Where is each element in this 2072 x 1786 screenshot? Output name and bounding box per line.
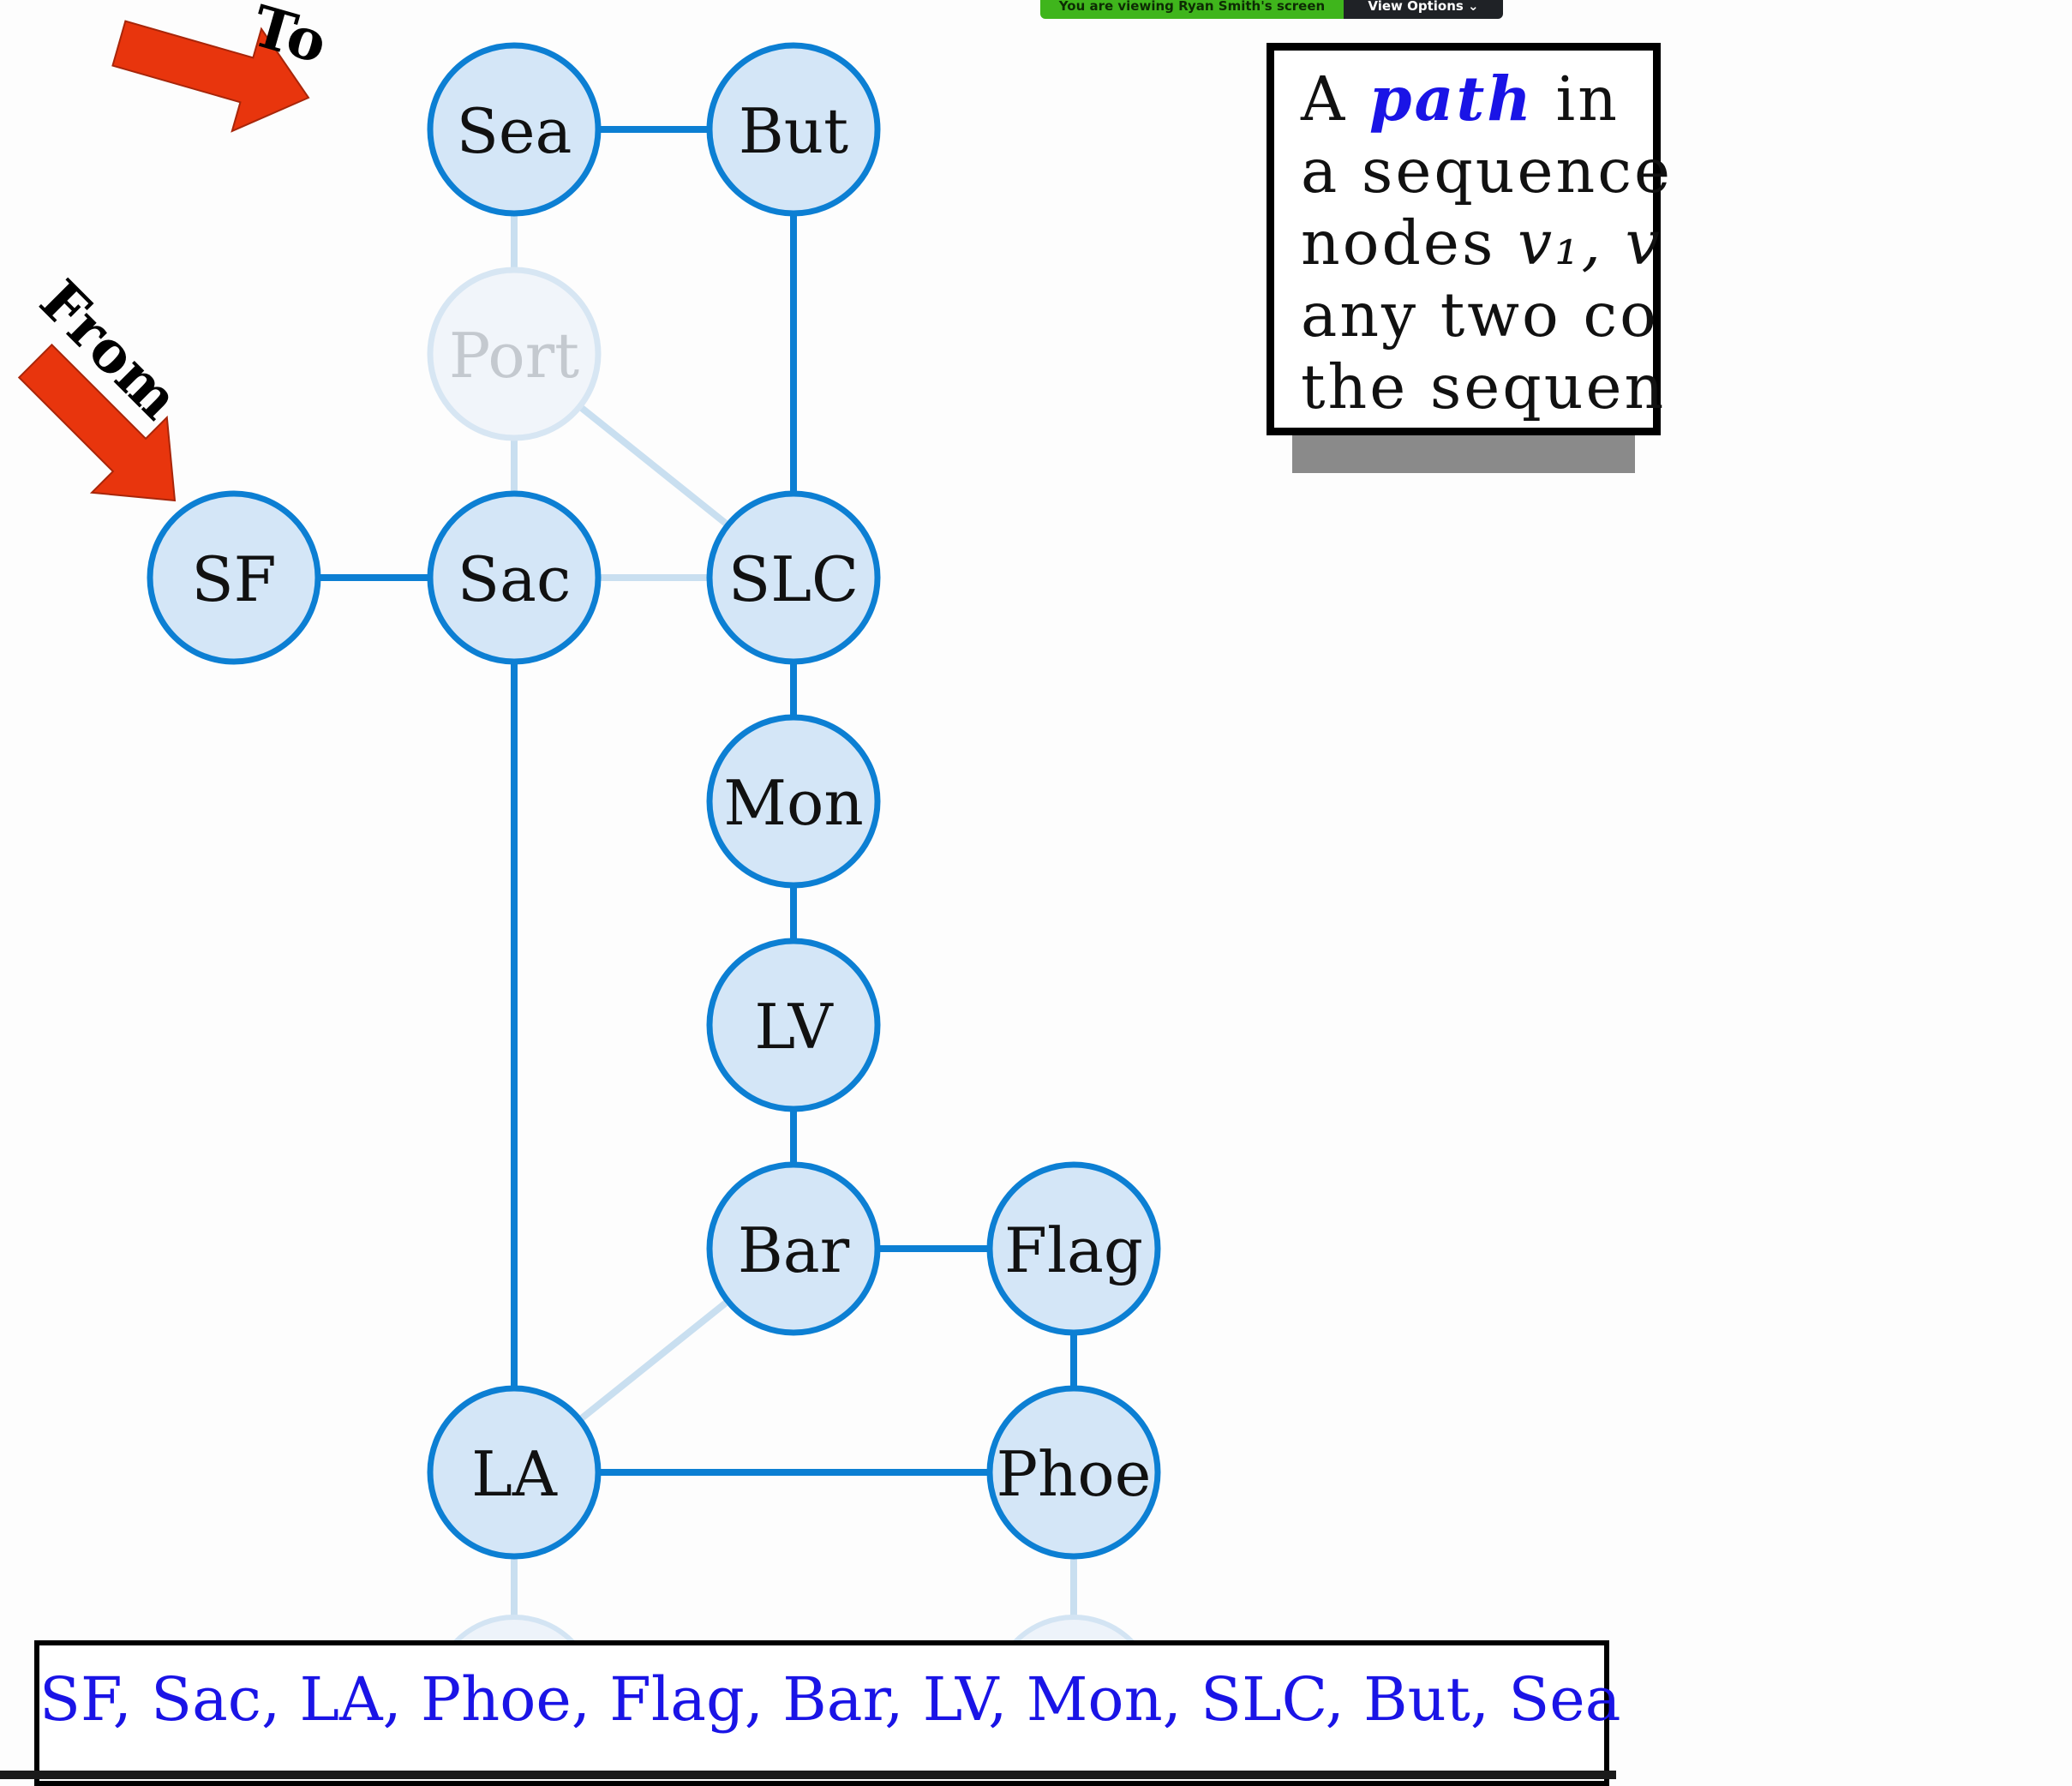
node-port-circle [427, 267, 602, 441]
view-options-label: View Options [1368, 0, 1464, 14]
node-lv-circle [706, 938, 881, 1112]
node-sea-label: Sea [457, 95, 572, 167]
node-port: Port [427, 267, 602, 441]
node-but-circle [706, 42, 881, 217]
node-sea-circle [427, 42, 602, 217]
node-bar-label: Bar [738, 1214, 850, 1286]
definition-line-4: any two co [1301, 279, 1659, 351]
node-flag-circle [986, 1161, 1161, 1336]
node-flag-label: Flag [1004, 1214, 1143, 1286]
node-sac-circle [427, 490, 602, 665]
node-slc-label: SLC [728, 543, 859, 615]
definition-box: A path in a sequence nodes v₁, v any two… [1267, 43, 1670, 435]
node-phoe: Phoe [986, 1385, 1161, 1560]
bottom-edge-bar [0, 1771, 1616, 1779]
definition-variable: v₁, v [1517, 207, 1662, 279]
definition-line-3: nodes v₁, v [1301, 207, 1662, 279]
definition-text: A path in a sequence nodes v₁, v any two… [1301, 63, 2072, 423]
node-sf-circle [147, 490, 321, 665]
node-but: But [706, 42, 881, 217]
node-sf: SF [147, 490, 321, 665]
definition-term: path [1368, 63, 1534, 135]
node-mon-circle [706, 714, 881, 889]
node-slc-circle [706, 490, 881, 665]
graph-edges [234, 126, 1077, 1628]
screen-share-status: You are viewing Ryan Smith's screen [1040, 0, 1344, 19]
node-sf-label: SF [191, 543, 276, 615]
node-phoe-circle [986, 1385, 1161, 1560]
chevron-down-icon: ⌄ [1468, 0, 1479, 14]
from-arrow-icon [17, 343, 177, 502]
node-port-label: Port [449, 320, 579, 392]
node-la: LA [427, 1385, 602, 1560]
node-sac: Sac [427, 490, 602, 665]
node-sea: Sea [427, 42, 602, 217]
path-answer-box: SF, Sac, LA, Phoe, Flag, Bar, LV, Mon, S… [34, 1640, 1621, 1786]
definition-line-5: the sequen [1301, 351, 1667, 423]
node-phoe-label: Phoe [997, 1438, 1152, 1510]
to-arrow [111, 20, 310, 133]
from-arrow [17, 343, 177, 502]
view-options-button[interactable]: View Options ⌄ [1344, 0, 1503, 19]
definition-line-1: A path in [1301, 63, 1620, 135]
screen-share-banner: You are viewing Ryan Smith's screen View… [1040, 0, 1503, 19]
node-la-circle [427, 1385, 602, 1560]
path-answer-text: SF, Sac, LA, Phoe, Flag, Bar, LV, Mon, S… [39, 1664, 1621, 1735]
definition-line-2: a sequence [1301, 135, 1674, 207]
node-slc: SLC [706, 490, 881, 665]
node-lv: LV [706, 938, 881, 1112]
node-lv-label: LV [754, 991, 834, 1063]
node-bar: Bar [706, 1161, 881, 1336]
node-mon: Mon [706, 714, 881, 889]
node-flag: Flag [986, 1161, 1161, 1336]
node-but-label: But [739, 95, 848, 167]
to-arrow-icon [111, 20, 310, 133]
node-sac-label: Sac [458, 543, 572, 615]
node-bar-circle [706, 1161, 881, 1336]
node-mon-label: Mon [723, 767, 863, 839]
node-la-label: LA [471, 1438, 558, 1510]
